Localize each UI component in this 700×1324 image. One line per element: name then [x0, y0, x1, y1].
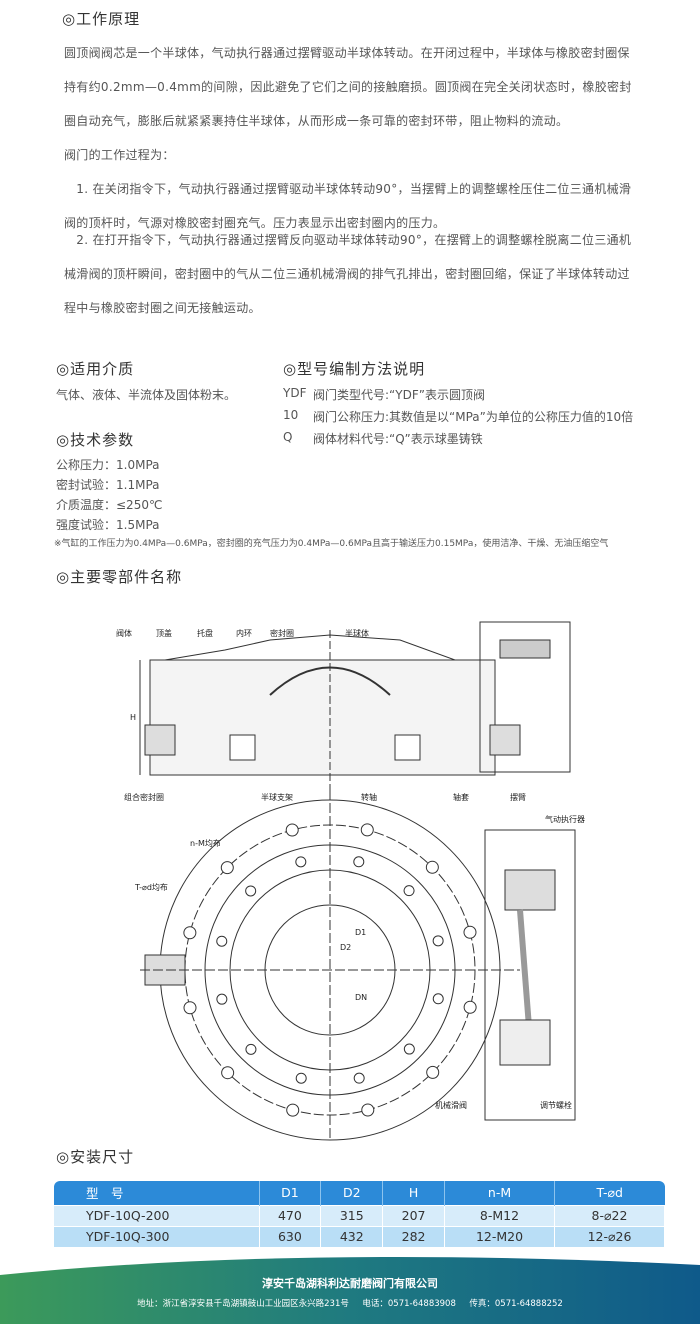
label: 机械滑阀	[435, 1100, 467, 1110]
bolt-hole	[425, 860, 439, 874]
process-step-2: 2. 在打开指令下，气动执行器通过摆臂反向驱动半球体转动90°，在摆臂上的调整螺…	[64, 233, 632, 315]
label: 摆臂	[510, 792, 526, 802]
label: DN	[355, 993, 367, 1002]
bolt-hole	[216, 935, 228, 947]
col-header: 型 号	[54, 1181, 260, 1205]
cell: 282	[382, 1225, 445, 1247]
label: 半球支架	[261, 792, 293, 802]
section-title-medium: ◎适用介质	[56, 360, 135, 378]
bolt-hole	[285, 823, 299, 837]
bolt-hole	[432, 935, 444, 947]
bolt-hole	[245, 1043, 257, 1055]
label: 密封圈	[270, 628, 294, 638]
cell: 12-M20	[444, 1225, 555, 1247]
footer-wave	[0, 1257, 700, 1324]
col-header: T-⌀d	[554, 1181, 665, 1205]
col-header: n-M	[444, 1181, 555, 1205]
label: 轴套	[453, 792, 469, 802]
label: 阀体	[116, 628, 132, 638]
label: n-M均布	[190, 838, 221, 848]
section-title-install: ◎安装尺寸	[56, 1148, 135, 1166]
bolt-hole	[432, 993, 444, 1005]
cell: 8-⌀22	[554, 1204, 665, 1226]
label: D2	[340, 943, 351, 952]
section-title-principle: ◎工作原理	[62, 10, 141, 28]
label: D1	[355, 928, 366, 937]
cell: 12-⌀26	[554, 1225, 665, 1247]
cell: YDF-10Q-200	[54, 1204, 260, 1226]
tech-param: 介质温度：≤250℃	[56, 498, 163, 512]
label: 托盘	[197, 628, 213, 638]
label: 调节螺栓	[540, 1100, 572, 1110]
valve-drawing: 阀体 顶盖 托盘 内环 密封圈 半球体 组合密封圈 半球支架 转轴 轴套 摆臂 …	[116, 621, 585, 1141]
company-name: 淳安千岛湖科利达耐磨阀门有限公司	[262, 1277, 438, 1290]
bolt-hole	[286, 1103, 300, 1117]
medium-text: 气体、液体、半流体及固体粉末。	[56, 388, 237, 402]
bolt-hole	[216, 993, 228, 1005]
bolt-hole	[245, 885, 257, 897]
label: 内环	[236, 628, 252, 638]
cell: 207	[382, 1204, 445, 1226]
model-code: Q	[283, 430, 293, 444]
bolt-hole	[295, 1072, 307, 1084]
tech-param: 密封试验：1.1MPa	[56, 478, 160, 492]
principle-paragraph: 圆顶阀阀芯是一个半球体，气动执行器通过摆臂驱动半球体转动。在开闭过程中，半球体与…	[64, 46, 632, 128]
col-header: H	[382, 1181, 445, 1205]
label: 顶盖	[156, 628, 172, 638]
bolt-hole	[403, 885, 415, 897]
section-title-parts: ◎主要零部件名称	[56, 568, 183, 586]
tech-note: ※气缸的工作压力为0.4MPa—0.6MPa，密封圈的充气压力为0.4MPa—0…	[54, 539, 609, 549]
cell: 315	[320, 1204, 384, 1226]
label: 半球体	[345, 628, 369, 638]
bolt-hole	[183, 1001, 197, 1015]
process-intro: 阀门的工作过程为：	[64, 148, 175, 162]
cell: 8-M12	[444, 1204, 555, 1226]
tech-param: 强度试验：1.5MPa	[56, 518, 160, 532]
address: 地址：浙江省淳安县千岛湖镇鼓山工业园区永兴路231号	[137, 1299, 349, 1309]
phone: 电话：0571-64883908	[362, 1299, 456, 1309]
label: H	[130, 713, 136, 722]
col-header: D2	[320, 1181, 384, 1205]
model-desc: 阀门公称压力:其数值是以“MPa”为单位的公称压力值的10倍	[313, 410, 634, 424]
section-title-tech: ◎技术参数	[56, 431, 135, 449]
bolt-hole	[220, 861, 234, 875]
model-code: 10	[283, 408, 299, 422]
bolt-hole	[463, 925, 477, 939]
col-header: D1	[259, 1181, 322, 1205]
cell: YDF-10Q-300	[54, 1225, 260, 1247]
bolt-hole	[426, 1065, 440, 1079]
label: 组合密封圈	[124, 792, 164, 802]
section-title-model: ◎型号编制方法说明	[283, 360, 426, 378]
bolt-hole	[221, 1066, 235, 1080]
cell: 630	[259, 1225, 322, 1247]
footer: 淳安千岛湖科利达耐磨阀门有限公司 地址：浙江省淳安县千岛湖镇鼓山工业园区永兴路2…	[0, 1255, 700, 1324]
label: 气动执行器	[545, 814, 585, 824]
label: 转轴	[361, 792, 377, 802]
model-code: YDF	[283, 386, 307, 400]
bolt-hole	[361, 1103, 375, 1117]
tech-param: 公称压力：1.0MPa	[56, 458, 160, 472]
bolt-hole	[403, 1043, 415, 1055]
bolt-hole	[353, 1072, 365, 1084]
fax: 传真：0571-64888252	[469, 1299, 563, 1309]
bolt-hole	[353, 856, 365, 868]
process-step-1: 1. 在关闭指令下，气动执行器通过摆臂驱动半球体转动90°，当摆臂上的调整螺栓压…	[64, 182, 632, 230]
bolt-hole	[463, 1000, 477, 1014]
bolt-hole	[183, 926, 197, 940]
bolt-hole	[295, 856, 307, 868]
bolt-hole	[360, 823, 374, 837]
model-desc: 阀体材料代号:“Q”表示球墨铸铁	[313, 432, 483, 446]
model-desc: 阀门类型代号:“YDF”表示圆顶阀	[313, 388, 485, 402]
cell: 432	[320, 1225, 384, 1247]
cell: 470	[259, 1204, 322, 1226]
label: T-⌀d均布	[134, 882, 168, 892]
